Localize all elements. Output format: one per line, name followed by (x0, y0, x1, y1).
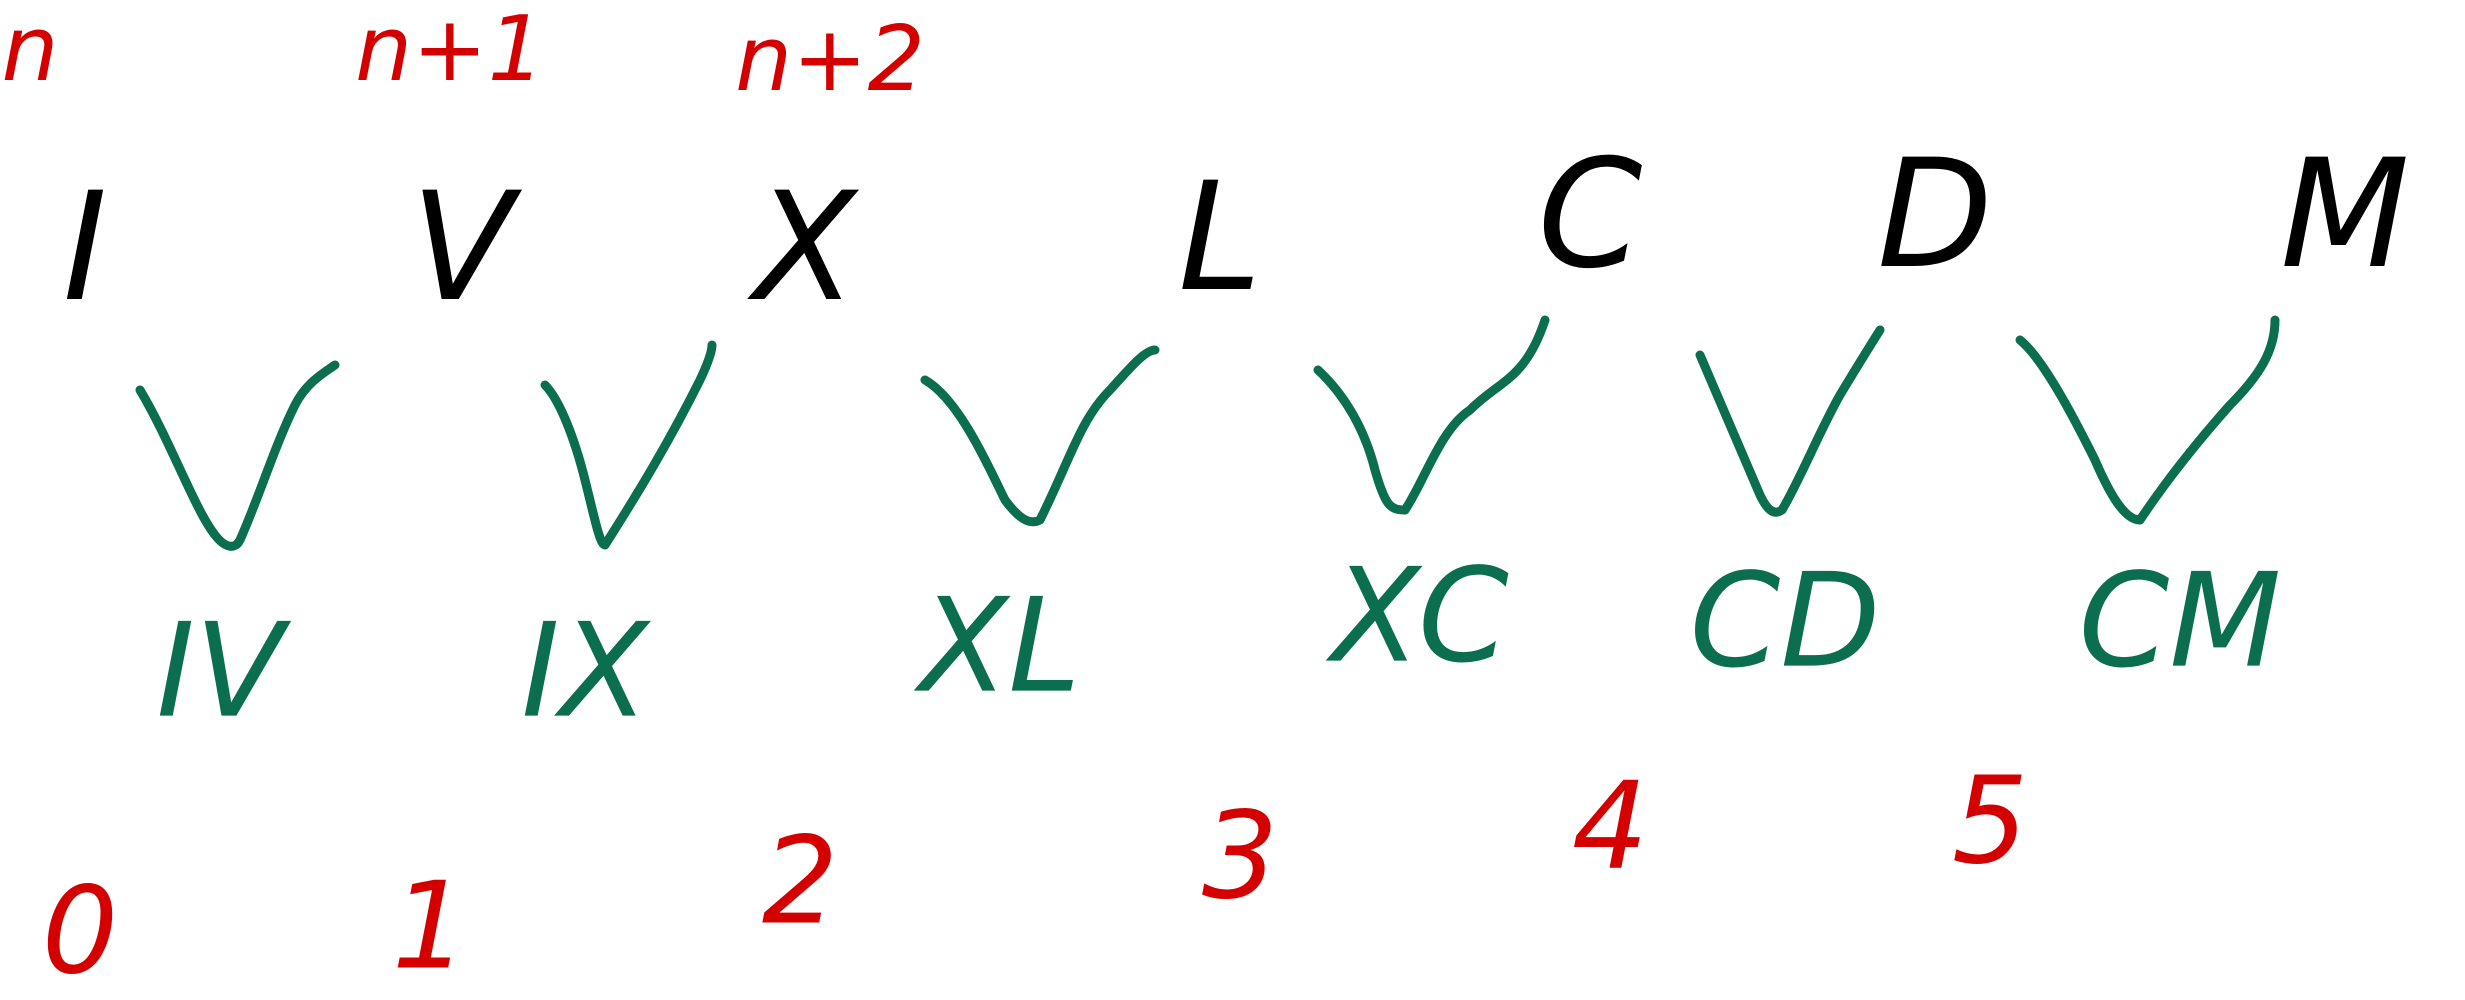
index-5: 5 (1952, 753, 2028, 892)
symbol-m: M (2280, 128, 2409, 302)
connector-v-3 (920, 345, 1160, 527)
symbol-l: L (1178, 151, 1262, 325)
pair-ix: IX (521, 595, 651, 747)
connector-v-4 (1313, 315, 1550, 515)
symbol-x: X (747, 161, 860, 335)
pair-cd: CD (1690, 545, 1881, 697)
pair-row: IV IX XL XC CD CM (156, 540, 2281, 747)
connector-v-2 (540, 340, 717, 550)
pair-iv: IV (156, 595, 291, 747)
connector-v-6 (2015, 315, 2280, 525)
index-2: 2 (762, 813, 838, 952)
symbol-c: C (1538, 128, 1643, 302)
symbol-i: I (63, 161, 107, 335)
header-n-plus-2: n+2 (735, 7, 925, 112)
connector-v-5 (1695, 325, 1885, 517)
index-4: 4 (1572, 758, 1648, 897)
symbol-row: I V X L C D M (63, 128, 2410, 335)
index-0: 0 (42, 863, 118, 1000)
header-n-plus-1: n+1 (355, 0, 545, 102)
connector-row (135, 315, 2280, 551)
header-n: n (1, 0, 58, 102)
index-row: 0 1 2 3 4 5 (42, 753, 2028, 1000)
symbol-d: D (1877, 128, 1993, 302)
pair-xl: XL (913, 570, 1080, 722)
index-1: 1 (392, 858, 468, 997)
index-3: 3 (1202, 788, 1278, 927)
connector-v-1 (135, 360, 340, 551)
pair-cm: CM (2079, 545, 2282, 697)
symbol-v: V (411, 161, 523, 335)
pair-xc: XC (1325, 540, 1509, 692)
header-labels: n n+1 n+2 (1, 0, 924, 112)
